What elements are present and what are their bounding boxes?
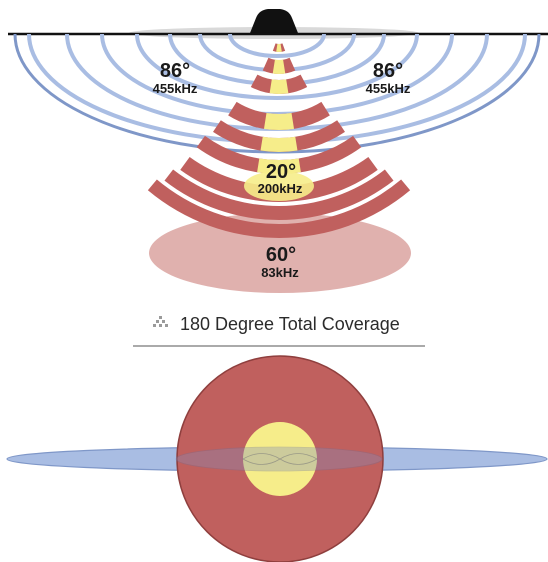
side-beam-arc: [228, 33, 326, 58]
wide-beam-angle-label: 60°: [266, 244, 296, 266]
narrow-beam-band: [260, 136, 298, 152]
left-side-angle-label: 86°: [160, 60, 190, 82]
wide-beam-band: [147, 179, 411, 239]
right-side-freq-label: 455kHz: [366, 81, 411, 96]
top-view-diagram: [6, 355, 548, 562]
side-beam-arc: [135, 33, 419, 100]
side-beam-arc: [13, 33, 541, 154]
wide-beam-band: [196, 135, 362, 174]
wide-beam-footprint: [149, 213, 411, 293]
sonar-triangle-icon: [153, 316, 168, 327]
cone-segments: [147, 43, 411, 239]
left-side-freq-label: 455kHz: [153, 81, 198, 96]
beam-center-pinch: [242, 453, 318, 465]
right-side-angle-label: 86°: [373, 60, 403, 82]
wide-beam-band: [180, 156, 378, 202]
boat-icon: [250, 9, 298, 33]
wide-beam-freq-label: 83kHz: [261, 265, 299, 280]
wide-beam-band: [164, 169, 394, 220]
wide-beam-band: [213, 120, 345, 153]
narrow-beam-footprint: [244, 171, 314, 201]
coverage-caption: 180 Degree Total Coverage: [133, 314, 425, 347]
narrow-beam-band: [276, 43, 282, 52]
side-view-diagram: [8, 9, 548, 293]
narrow-beam-angle-label: 20°: [266, 161, 296, 183]
narrow-beam-freq-label: 200kHz: [258, 181, 303, 196]
beam-labels: 86° 455kHz 86° 455kHz 20° 200kHz 60° 83k…: [153, 60, 411, 280]
narrow-beam-band: [272, 59, 286, 74]
coverage-caption-text: 180 Degree Total Coverage: [180, 314, 400, 334]
side-beam-overlap: [175, 446, 383, 472]
narrow-beam-band: [263, 113, 295, 130]
narrow-beam-band: [257, 158, 301, 175]
narrow-beam-band: [269, 79, 289, 94]
